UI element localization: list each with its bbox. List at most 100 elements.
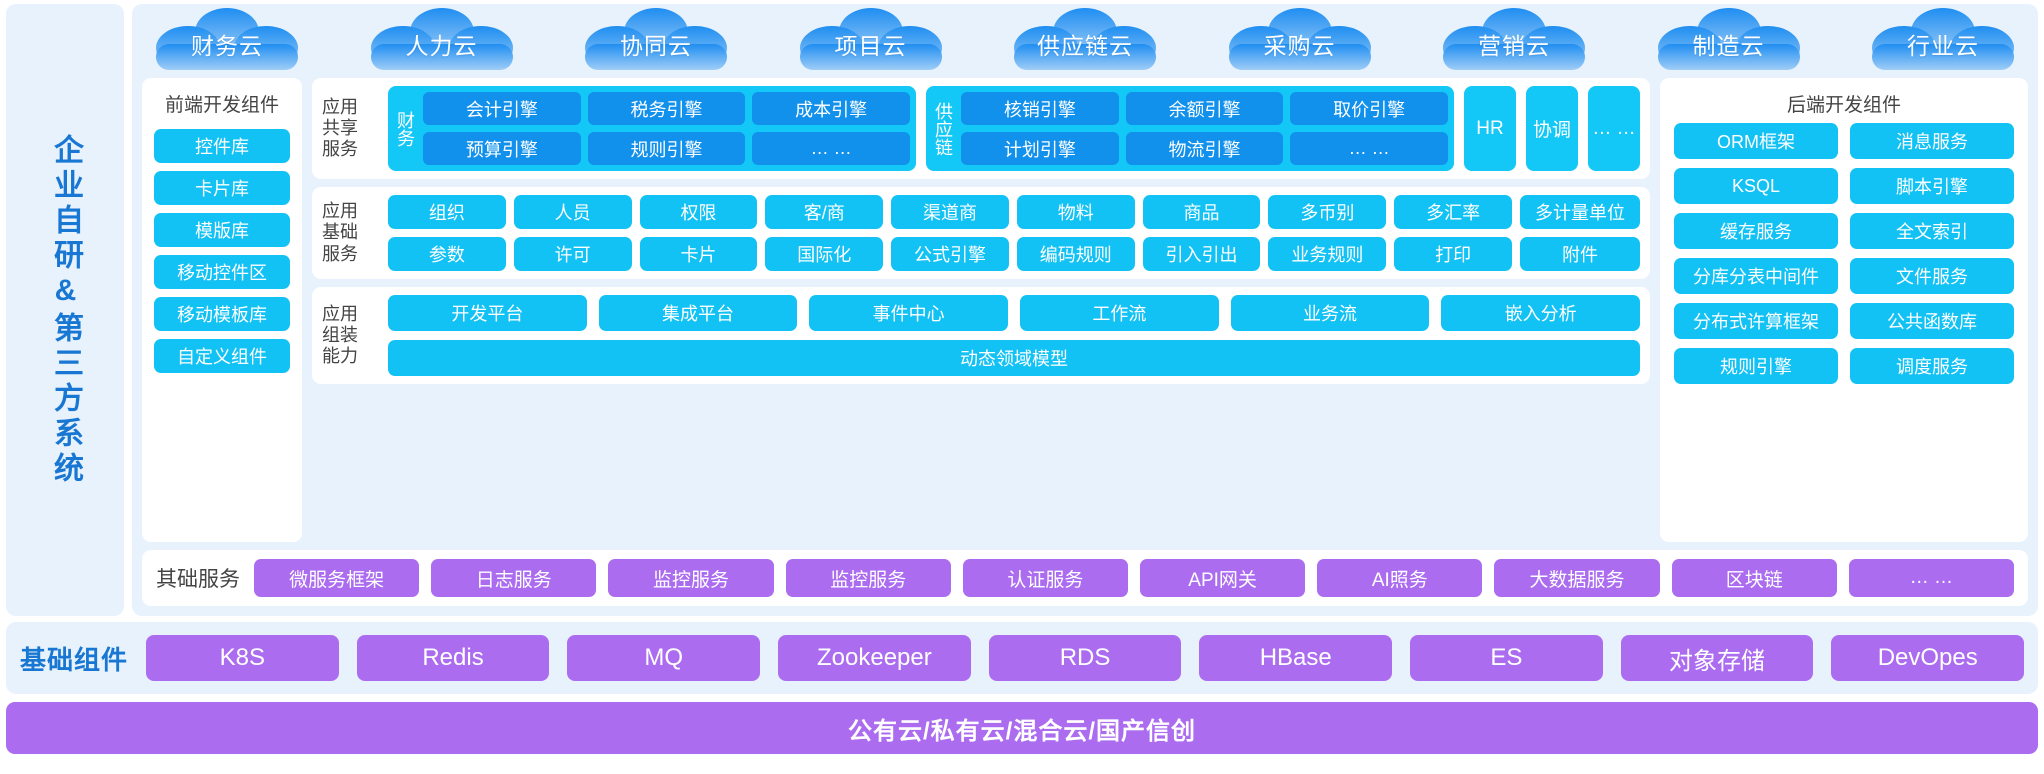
shared-service-item[interactable]: 取价引擎 bbox=[1290, 92, 1448, 125]
basic-service-item[interactable]: 多币别 bbox=[1268, 195, 1387, 229]
platform-service-item[interactable]: … … bbox=[1848, 559, 2015, 597]
infrastructure-item[interactable]: MQ bbox=[567, 635, 761, 681]
basic-service-item[interactable]: 组织 bbox=[388, 195, 506, 229]
platform-services-label: 其础服务 bbox=[156, 568, 240, 591]
basic-service-item[interactable]: 编码规则 bbox=[1016, 237, 1135, 271]
cloud-item[interactable]: 采购云 bbox=[1227, 8, 1373, 70]
frontend-component-item[interactable]: 移动模板库 bbox=[154, 297, 290, 331]
infrastructure-item[interactable]: Redis bbox=[356, 635, 550, 681]
backend-component-item[interactable]: ORM框架 bbox=[1674, 123, 1838, 159]
basic-service-item[interactable]: 许可 bbox=[513, 237, 632, 271]
cloud-icon bbox=[1657, 8, 1800, 70]
shared-service-item[interactable]: 规则引擎 bbox=[587, 132, 746, 165]
shared-services-label: 应用 共享 服务 bbox=[322, 96, 358, 160]
assembly-domain-model[interactable]: 动态领域模型 bbox=[388, 340, 1640, 376]
shared-service-item[interactable]: 物流引擎 bbox=[1125, 132, 1284, 165]
platform-service-item[interactable]: 认证服务 bbox=[962, 559, 1129, 597]
basic-service-item[interactable]: 物料 bbox=[1016, 195, 1135, 229]
backend-component-item[interactable]: 调度服务 bbox=[1850, 348, 2014, 384]
shared-service-item[interactable]: 计划引擎 bbox=[961, 132, 1119, 165]
basic-service-item[interactable]: 引入引出 bbox=[1142, 237, 1261, 271]
platform-service-item[interactable]: 监控服务 bbox=[608, 559, 774, 597]
shared-service-item[interactable]: 预算引擎 bbox=[423, 132, 581, 165]
basic-service-item-extra[interactable]: 多计量单位 bbox=[1520, 195, 1640, 229]
frontend-component-item[interactable]: 移动控件区 bbox=[154, 255, 290, 289]
shared-services-group-name: 财务 bbox=[395, 110, 415, 147]
cloud-item[interactable]: 营销云 bbox=[1441, 8, 1587, 70]
cloud-label: 行业云 bbox=[1907, 33, 1979, 59]
shared-service-tall-coordination[interactable]: 协调 bbox=[1526, 86, 1578, 171]
shared-services-group-supplychain: 供应链 核销引擎 余额引擎 取价引擎 计划引擎 物流引擎 … … bbox=[926, 86, 1454, 171]
frontend-component-item[interactable]: 卡片库 bbox=[154, 171, 290, 205]
cloud-item[interactable]: 供应链云 bbox=[1012, 8, 1158, 70]
basic-service-item[interactable]: 参数 bbox=[388, 237, 506, 271]
backend-component-item[interactable]: 脚本引擎 bbox=[1850, 168, 2014, 204]
platform-service-item[interactable]: 日志服务 bbox=[431, 559, 597, 597]
cloud-item[interactable]: 制造云 bbox=[1656, 8, 1802, 70]
basic-service-item-extra[interactable]: 附件 bbox=[1520, 237, 1640, 271]
frontend-component-item[interactable]: 自定义组件 bbox=[154, 339, 290, 373]
infrastructure-item[interactable]: 对象存储 bbox=[1620, 635, 1814, 681]
shared-service-item[interactable]: 税务引擎 bbox=[587, 92, 746, 125]
backend-component-item[interactable]: 公共函数库 bbox=[1850, 303, 2014, 339]
infrastructure-item[interactable]: Zookeeper bbox=[778, 635, 971, 681]
cloud-item[interactable]: 财务云 bbox=[154, 8, 300, 70]
infrastructure-item[interactable]: ES bbox=[1410, 635, 1603, 681]
platform-service-item[interactable]: 微服务框架 bbox=[254, 559, 420, 597]
platform-services-row: 其础服务 微服务框架 日志服务 监控服务 监控服务 认证服务 API网关 AI照… bbox=[142, 550, 2028, 606]
basic-service-item[interactable]: 权限 bbox=[639, 195, 758, 229]
platform-service-item[interactable]: AI照务 bbox=[1317, 559, 1483, 597]
cloud-item[interactable]: 人力云 bbox=[369, 8, 515, 70]
basic-service-item[interactable]: 人员 bbox=[513, 195, 632, 229]
infrastructure-label: 基础组件 bbox=[20, 644, 129, 675]
assembly-item[interactable]: 集成平台 bbox=[598, 295, 798, 331]
shared-service-item[interactable]: … … bbox=[1290, 132, 1448, 165]
backend-component-item[interactable]: 消息服务 bbox=[1850, 123, 2014, 159]
basic-service-item[interactable]: 业务规则 bbox=[1268, 237, 1387, 271]
basic-service-item[interactable]: 商品 bbox=[1142, 195, 1261, 229]
backend-component-item[interactable]: 规则引擎 bbox=[1674, 348, 1838, 384]
basic-service-item[interactable]: 客/商 bbox=[765, 195, 884, 229]
frontend-components-title: 前端开发组件 bbox=[164, 95, 279, 116]
platform-service-item[interactable]: 区块链 bbox=[1671, 559, 1837, 597]
platform-service-item[interactable]: 监控服务 bbox=[785, 559, 951, 597]
shared-service-item[interactable]: … … bbox=[752, 132, 910, 165]
backend-component-item[interactable]: 文件服务 bbox=[1850, 258, 2014, 294]
backend-component-item[interactable]: KSQL bbox=[1674, 168, 1838, 204]
assembly-item[interactable]: 开发平台 bbox=[388, 295, 587, 331]
backend-component-item[interactable]: 分布式许算框架 bbox=[1674, 303, 1838, 339]
basic-service-item[interactable]: 打印 bbox=[1394, 237, 1512, 271]
assembly-item[interactable]: 事件中心 bbox=[809, 295, 1009, 331]
shared-service-item[interactable]: 成本引擎 bbox=[752, 92, 910, 125]
shared-services-group-grid: 会计引擎 税务引擎 成本引擎 预算引擎 规则引擎 … … bbox=[423, 92, 910, 165]
basic-service-item[interactable]: 多汇率 bbox=[1394, 195, 1512, 229]
backend-component-item[interactable]: 缓存服务 bbox=[1674, 213, 1838, 249]
infrastructure-item[interactable]: HBase bbox=[1199, 635, 1393, 681]
platform-service-item[interactable]: 大数据服务 bbox=[1494, 559, 1660, 597]
cloud-item[interactable]: 行业云 bbox=[1870, 8, 2016, 70]
shared-service-item[interactable]: 会计引擎 bbox=[423, 92, 581, 125]
cloud-item[interactable]: 协同云 bbox=[583, 8, 729, 70]
frontend-component-item[interactable]: 控件库 bbox=[154, 129, 290, 163]
infrastructure-item[interactable]: RDS bbox=[988, 635, 1182, 681]
basic-service-item[interactable]: 渠道商 bbox=[891, 195, 1009, 229]
backend-component-item[interactable]: 全文索引 bbox=[1850, 213, 2014, 249]
assembly-item[interactable]: 工作流 bbox=[1020, 295, 1219, 331]
basic-service-item[interactable]: 公式引擎 bbox=[891, 237, 1009, 271]
frontend-component-item[interactable]: 模版库 bbox=[154, 213, 290, 247]
cloud-item[interactable]: 项目云 bbox=[798, 8, 944, 70]
shared-service-tall-hr[interactable]: HR bbox=[1464, 86, 1516, 171]
backend-component-item[interactable]: 分库分表中间件 bbox=[1674, 258, 1838, 294]
cloud-label: 财务云 bbox=[191, 33, 263, 59]
shared-services-row: 应用 共享 服务 财务 会计引擎 税务引擎 成本引擎 预算引擎 规则引擎 bbox=[312, 78, 1650, 179]
shared-service-item[interactable]: 余额引擎 bbox=[1125, 92, 1284, 125]
infrastructure-item[interactable]: K8S bbox=[146, 635, 339, 681]
basic-service-item[interactable]: 卡片 bbox=[639, 237, 758, 271]
shared-service-tall-more[interactable]: … … bbox=[1588, 86, 1640, 171]
shared-service-item[interactable]: 核销引擎 bbox=[961, 92, 1119, 125]
infrastructure-item[interactable]: DevOpes bbox=[1831, 635, 2025, 681]
assembly-item[interactable]: 嵌入分析 bbox=[1441, 295, 1641, 331]
assembly-item[interactable]: 业务流 bbox=[1230, 295, 1430, 331]
platform-service-item[interactable]: API网关 bbox=[1140, 559, 1306, 597]
basic-service-item[interactable]: 国际化 bbox=[765, 237, 884, 271]
